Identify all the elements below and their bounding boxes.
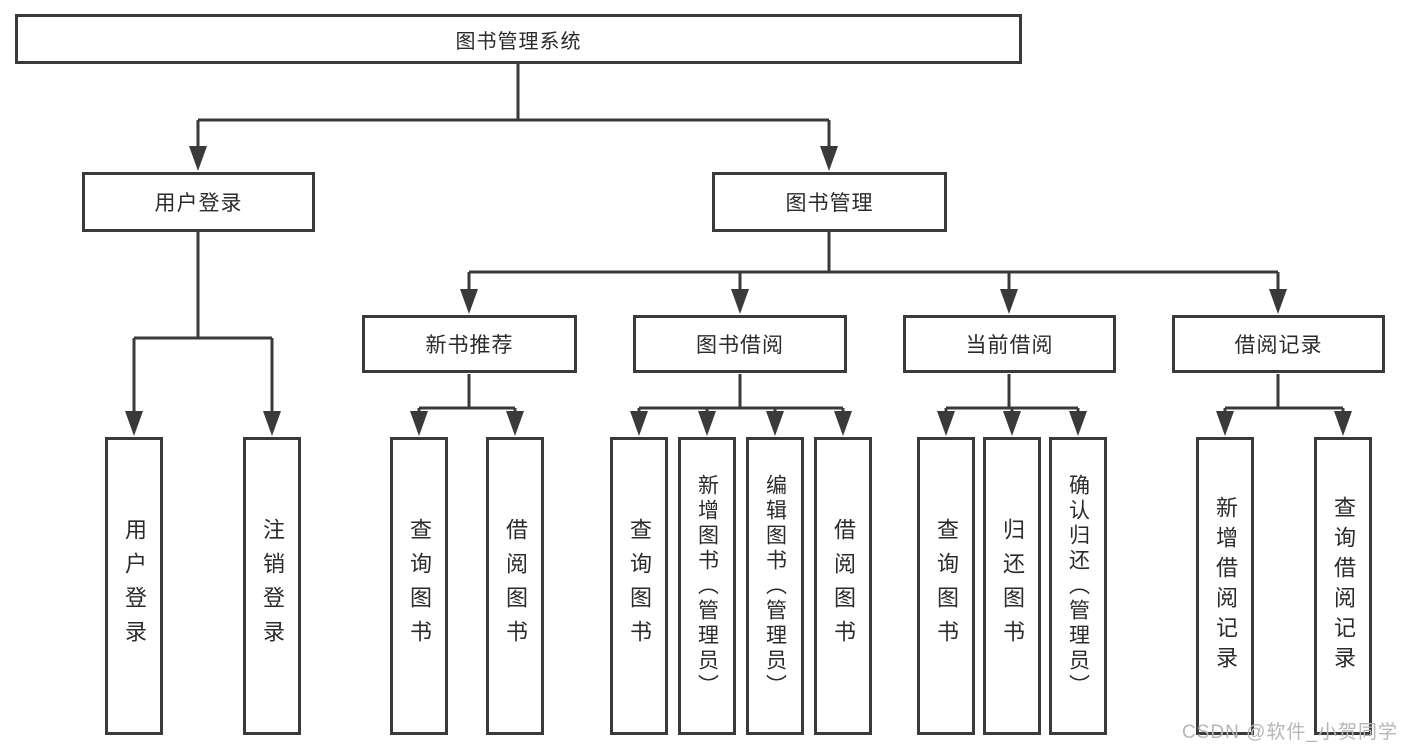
node-book-management: 图书管理 bbox=[712, 172, 947, 232]
node-label: 新书推荐 bbox=[425, 334, 514, 357]
leaf-query-books-current: 查询图书 bbox=[917, 437, 975, 735]
node-current-borrow: 当前借阅 bbox=[903, 315, 1116, 373]
leaf-label: 查询图书 bbox=[627, 518, 652, 654]
node-borrow-records: 借阅记录 bbox=[1172, 315, 1385, 373]
leaf-add-books-admin: 新增图书（管理员） bbox=[678, 437, 736, 735]
node-new-book-recommend: 新书推荐 bbox=[362, 315, 577, 373]
leaf-label: 借阅图书 bbox=[503, 518, 528, 654]
node-library-management-system: 图书管理系统 bbox=[15, 14, 1022, 64]
leaf-label: 借阅图书 bbox=[831, 518, 856, 654]
node-book-borrow: 图书借阅 bbox=[633, 315, 847, 373]
node-label: 用户登录 bbox=[154, 192, 243, 215]
leaf-label: 新增借阅记录 bbox=[1213, 496, 1238, 676]
node-label: 借阅记录 bbox=[1234, 334, 1323, 357]
leaf-label: 确认归还（管理员） bbox=[1066, 473, 1090, 699]
leaf-label: 查询借阅记录 bbox=[1331, 496, 1356, 676]
leaf-add-borrow-record: 新增借阅记录 bbox=[1196, 437, 1254, 735]
csdn-watermark: CSDN @软件_小贺同学 bbox=[1182, 722, 1398, 743]
node-label: 图书管理 bbox=[785, 192, 874, 215]
leaf-query-books-borrow: 查询图书 bbox=[610, 437, 668, 735]
node-user-login: 用户登录 bbox=[82, 172, 315, 232]
node-label: 当前借阅 bbox=[965, 334, 1054, 357]
leaf-label: 注销登录 bbox=[260, 518, 285, 654]
leaf-label: 用户登录 bbox=[122, 518, 147, 654]
leaf-query-books-recommend: 查询图书 bbox=[390, 437, 448, 735]
leaf-borrow-books: 借阅图书 bbox=[814, 437, 872, 735]
leaf-label: 编辑图书（管理员） bbox=[763, 473, 787, 699]
leaf-return-books: 归还图书 bbox=[983, 437, 1041, 735]
node-label: 图书管理系统 bbox=[455, 30, 582, 53]
leaf-logout: 注销登录 bbox=[243, 437, 301, 735]
leaf-query-borrow-record: 查询借阅记录 bbox=[1314, 437, 1372, 735]
leaf-confirm-return-admin: 确认归还（管理员） bbox=[1049, 437, 1107, 735]
leaf-label: 查询图书 bbox=[934, 518, 959, 654]
leaf-label: 查询图书 bbox=[407, 518, 432, 654]
node-label: 图书借阅 bbox=[696, 334, 784, 357]
leaf-borrow-books-recommend: 借阅图书 bbox=[486, 437, 544, 735]
leaf-label: 归还图书 bbox=[1000, 518, 1025, 654]
leaf-user-login: 用户登录 bbox=[105, 437, 163, 735]
leaf-label: 新增图书（管理员） bbox=[695, 473, 719, 699]
leaf-edit-books-admin: 编辑图书（管理员） bbox=[746, 437, 804, 735]
